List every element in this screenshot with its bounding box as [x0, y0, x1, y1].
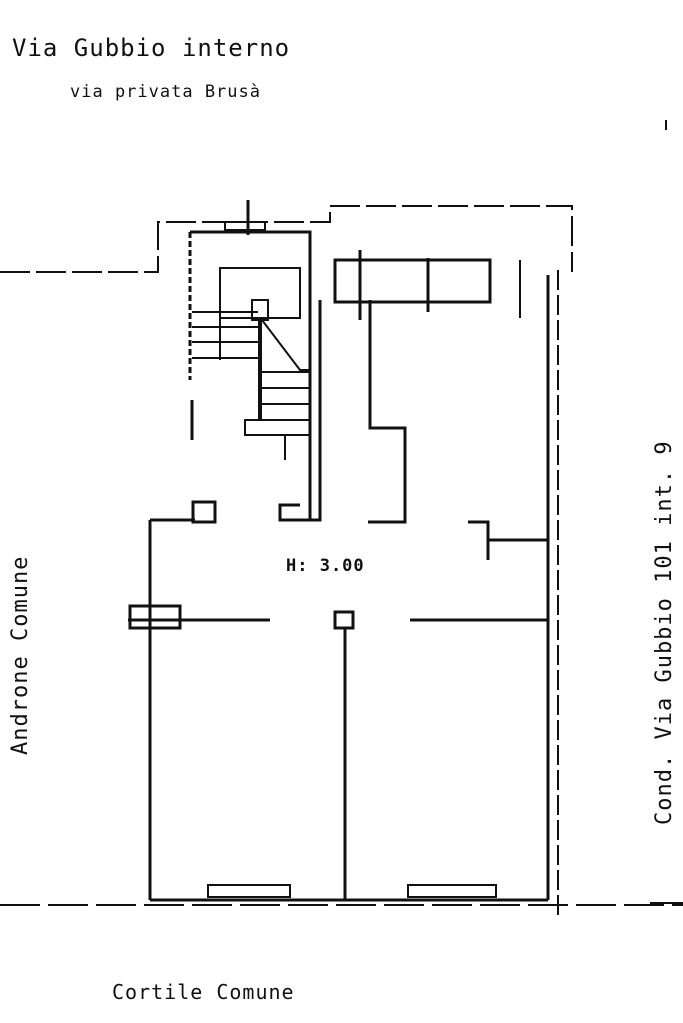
- windows: [207, 221, 497, 898]
- ceiling-height-label: H: 3.00: [286, 556, 365, 576]
- wall-box-left: [128, 604, 182, 630]
- walls: [128, 200, 550, 902]
- window-bottom-left: [207, 884, 291, 898]
- window-bottom-right: [407, 884, 497, 898]
- column: [333, 610, 355, 630]
- street-label-top-sub: via privata Brusà: [70, 82, 261, 102]
- property-line-top-left: [0, 205, 573, 273]
- street-label-top: Via Gubbio interno: [12, 34, 291, 62]
- boundary-lines: [0, 120, 683, 915]
- pillar: [191, 500, 217, 524]
- cortile-comune-label: Cortile Comune: [112, 980, 295, 1004]
- top-corridor: [333, 258, 492, 304]
- staircase: [192, 267, 311, 460]
- window-top: [224, 221, 266, 231]
